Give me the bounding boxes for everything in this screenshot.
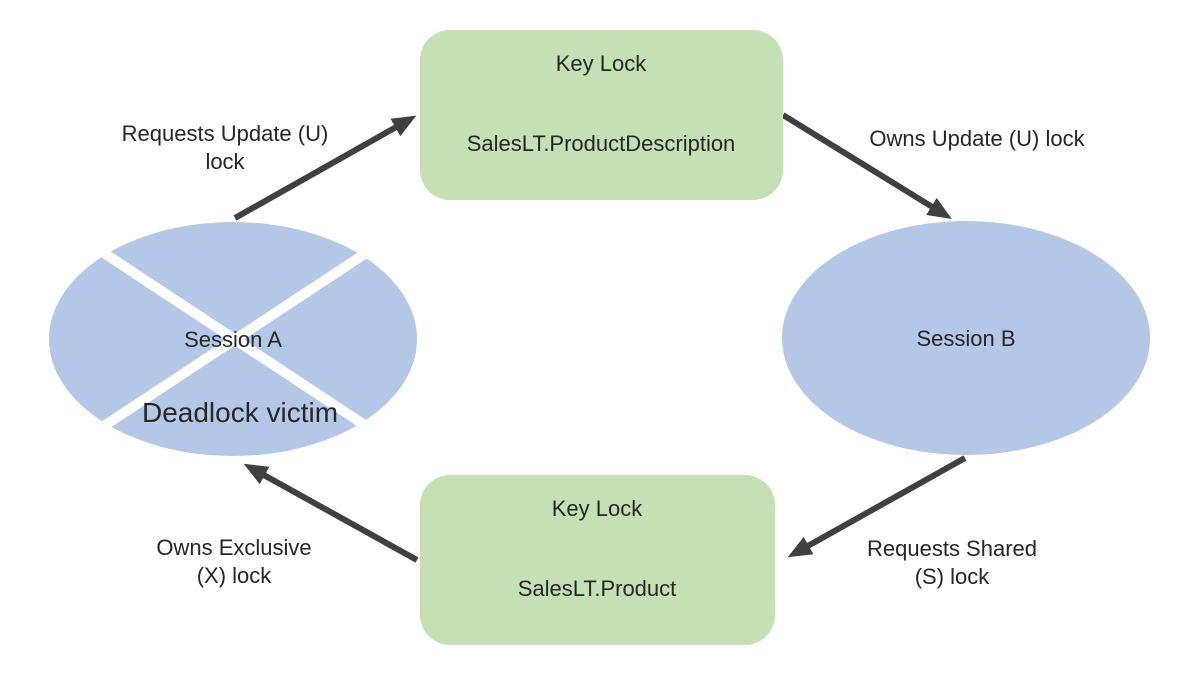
lock-node-bottom-shape	[420, 475, 775, 645]
lock-bottom-resource: SalesLT.Product	[518, 576, 677, 601]
lock-top-resource: SalesLT.ProductDescription	[467, 131, 736, 156]
arrow-owns-update-to-session-b	[781, 112, 952, 220]
cross-stroke-2	[57, 222, 413, 456]
victim-cross-icon	[57, 222, 413, 456]
arrow-owns-exclusive-to-session-a	[243, 463, 419, 563]
edge-label-owns-exclusive: Owns Exclusive (X) lock	[156, 535, 311, 588]
lock-top-title: Key Lock	[556, 51, 647, 76]
requests-update-line1: Requests Update (U)	[122, 121, 329, 146]
session-a-victim-status: Deadlock victim	[142, 397, 338, 428]
lock-node-product-description: Key Lock SalesLT.ProductDescription	[420, 30, 783, 200]
owns-exclusive-line2: (X) lock	[197, 563, 273, 588]
owns-update-line1: Owns Update (U) lock	[869, 126, 1085, 151]
arrow-session-b-requests-shared	[787, 455, 967, 558]
edge-label-owns-update: Owns Update (U) lock	[869, 126, 1085, 151]
session-b-label: Session B	[916, 326, 1015, 351]
session-a-label: Session A	[184, 327, 282, 352]
requests-update-line2: lock	[205, 149, 245, 174]
requests-shared-line1: Requests Shared	[867, 536, 1037, 561]
owns-exclusive-line1: Owns Exclusive	[156, 535, 311, 560]
session-b-node: Session B	[782, 221, 1150, 455]
requests-shared-line2: (S) lock	[915, 564, 991, 589]
lock-node-product: Key Lock SalesLT.Product	[420, 475, 775, 645]
edge-label-requests-update: Requests Update (U) lock	[122, 121, 329, 174]
session-a-node: Session A Deadlock victim	[49, 222, 417, 456]
lock-node-top-shape	[420, 30, 783, 200]
edge-label-requests-shared: Requests Shared (S) lock	[867, 536, 1037, 589]
arrow-session-a-requests-update	[233, 115, 417, 221]
session-b-shape	[782, 221, 1150, 455]
lock-bottom-title: Key Lock	[552, 496, 643, 521]
